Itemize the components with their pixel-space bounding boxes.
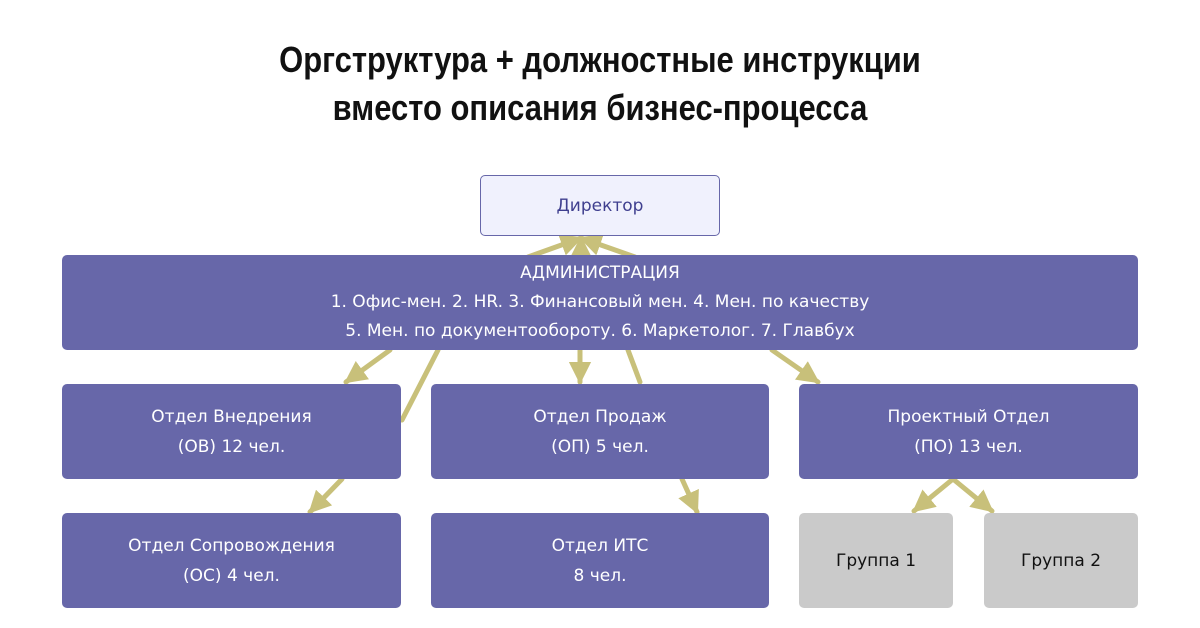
project-department-name: Проектный Отдел bbox=[887, 406, 1050, 427]
arrow-to-its bbox=[625, 347, 643, 385]
director-label: Директор bbox=[556, 195, 644, 216]
implementation-department-box[interactable]: Отдел Внедрения (ОВ) 12 чел. bbox=[62, 384, 401, 479]
implementation-department-detail: (ОВ) 12 чел. bbox=[177, 436, 286, 457]
sales-department-box[interactable]: Отдел Продаж (ОП) 5 чел. bbox=[431, 384, 769, 479]
its-department-detail: 8 чел. bbox=[573, 565, 627, 586]
administration-box[interactable]: АДМИНИСТРАЦИЯ 1. Офис-мен. 2. HR. 3. Фин… bbox=[62, 255, 1138, 350]
arrow-to-support bbox=[399, 347, 441, 423]
sales-department-detail: (ОП) 5 чел. bbox=[551, 436, 649, 457]
project-department-box[interactable]: Проектный Отдел (ПО) 13 чел. bbox=[799, 384, 1138, 479]
arrow-to-group-1 bbox=[911, 476, 956, 514]
group-1-box[interactable]: Группа 1 bbox=[799, 513, 953, 608]
its-department-name: Отдел ИТС bbox=[551, 535, 649, 556]
support-department-box[interactable]: Отдел Сопровождения (ОС) 4 чел. bbox=[62, 513, 401, 608]
project-department-detail: (ПО) 13 чел. bbox=[914, 436, 1023, 457]
diagram-title: Оргструктура + должностные инструкции вм… bbox=[84, 36, 1116, 132]
administration-heading: АДМИНИСТРАЦИЯ bbox=[520, 263, 680, 283]
administration-roles-line-1: 1. Офис-мен. 2. HR. 3. Финансовый мен. 4… bbox=[330, 292, 870, 312]
support-department-detail: (ОС) 4 чел. bbox=[183, 565, 280, 586]
group-2-box[interactable]: Группа 2 bbox=[984, 513, 1138, 608]
title-line-2: вместо описания бизнес-процесса bbox=[332, 87, 868, 128]
support-department-name: Отдел Сопровождения bbox=[128, 535, 335, 556]
its-department-box[interactable]: Отдел ИТС 8 чел. bbox=[431, 513, 769, 608]
group-1-label: Группа 1 bbox=[835, 550, 917, 571]
group-2-label: Группа 2 bbox=[1020, 550, 1102, 571]
implementation-department-name: Отдел Внедрения bbox=[151, 406, 312, 427]
arrow-to-implementation bbox=[343, 347, 393, 385]
sales-department-name: Отдел Продаж bbox=[533, 406, 667, 427]
arrow-to-project bbox=[769, 347, 821, 385]
arrow-to-its-lower bbox=[678, 476, 700, 515]
administration-roles-line-2: 5. Мен. по документообороту. 6. Маркетол… bbox=[345, 321, 855, 341]
director-box[interactable]: Директор bbox=[480, 175, 720, 236]
arrow-to-group-2 bbox=[950, 476, 995, 514]
arrow-to-support-lower bbox=[307, 476, 345, 515]
title-line-1: Оргструктура + должностные инструкции bbox=[279, 39, 921, 80]
